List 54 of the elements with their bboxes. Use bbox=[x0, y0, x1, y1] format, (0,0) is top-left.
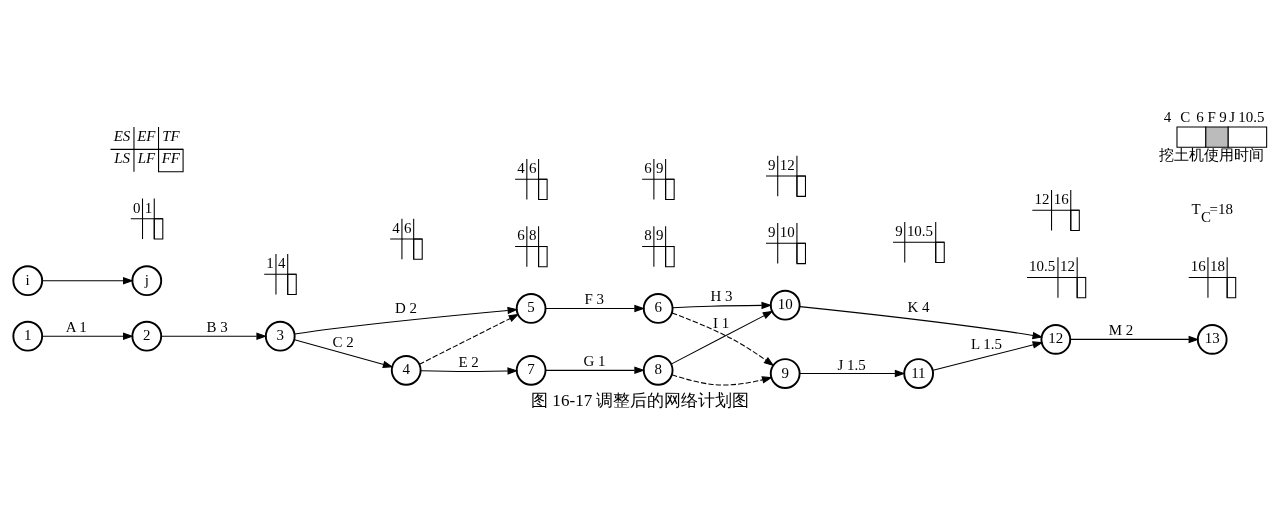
label: LS bbox=[114, 149, 130, 166]
label: FF bbox=[161, 149, 180, 166]
edge-label: C 2 bbox=[332, 333, 354, 350]
label: 9 bbox=[768, 156, 776, 173]
edge-label: F 3 bbox=[584, 290, 604, 307]
label: 12 bbox=[779, 156, 795, 173]
label: 4 bbox=[278, 254, 286, 271]
label: 12 bbox=[1060, 257, 1076, 274]
label: ES bbox=[113, 127, 131, 144]
label: 6 bbox=[644, 159, 652, 176]
label: 10.5 bbox=[906, 222, 934, 239]
edge-label: M 2 bbox=[1108, 321, 1134, 338]
edge-label: G 1 bbox=[583, 352, 606, 369]
label: 6 bbox=[528, 159, 537, 176]
edge-label: D 2 bbox=[394, 299, 417, 316]
label: 10 bbox=[779, 223, 795, 240]
label: 1 bbox=[266, 254, 274, 271]
label: 9 bbox=[656, 226, 664, 243]
label: LF bbox=[137, 149, 156, 166]
label: EF bbox=[137, 127, 156, 144]
edge-label: A 1 bbox=[65, 318, 87, 335]
label: 6 bbox=[517, 226, 525, 243]
label: C bbox=[1180, 108, 1191, 125]
label: 9 bbox=[1219, 108, 1227, 125]
label: 9 bbox=[768, 223, 776, 240]
label: 16 bbox=[1053, 190, 1069, 207]
label: TF bbox=[162, 127, 180, 144]
label: 9 bbox=[895, 222, 903, 239]
edge-label: B 3 bbox=[206, 318, 228, 335]
label: 10.5 bbox=[1029, 257, 1056, 274]
edge-label: K 4 bbox=[907, 298, 930, 315]
label: 16 bbox=[1190, 257, 1206, 274]
edge-label: E 2 bbox=[458, 353, 479, 370]
label: 1 bbox=[144, 199, 153, 216]
edge-label: J 1.5 bbox=[837, 356, 866, 372]
label: F bbox=[1207, 108, 1216, 125]
label: 4 bbox=[517, 159, 525, 176]
label: 6 bbox=[1196, 108, 1204, 125]
label: 8 bbox=[644, 226, 652, 243]
label: 12 bbox=[1034, 190, 1050, 207]
label: 4 bbox=[1163, 108, 1172, 125]
label: 8 bbox=[528, 226, 537, 243]
label: 6 bbox=[404, 219, 412, 236]
label: 18 bbox=[1210, 257, 1226, 274]
label: 9 bbox=[656, 159, 664, 176]
edge-label: H 3 bbox=[710, 287, 733, 304]
edge-label: L 1.5 bbox=[970, 335, 1002, 352]
edge-label: I 1 bbox=[713, 314, 730, 331]
label: 0 bbox=[132, 199, 141, 216]
label: 挖土机使用时间 bbox=[1158, 146, 1264, 163]
caption: 图 16-17 调整后的网络计划图 bbox=[531, 390, 750, 410]
label: 4 bbox=[392, 219, 400, 236]
label: 10.5 bbox=[1238, 108, 1265, 125]
label: J bbox=[1229, 108, 1236, 125]
